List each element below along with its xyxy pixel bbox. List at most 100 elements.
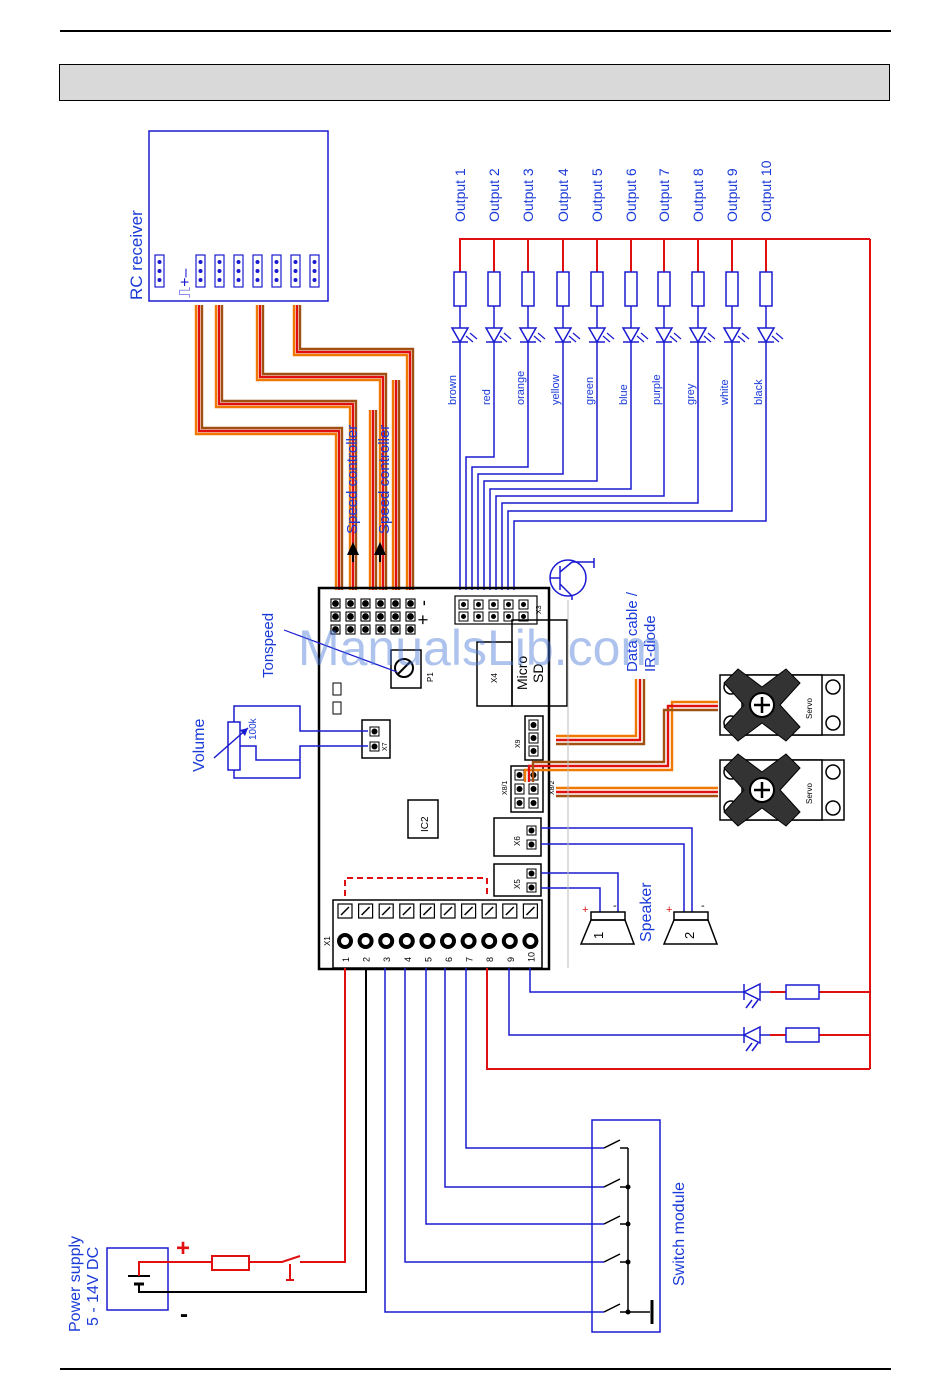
output-label: Output 10 — [758, 160, 774, 222]
x8-1-label: X8/1 — [502, 780, 509, 795]
terminal-number: 4 — [403, 957, 413, 962]
speed-controller-label-2: Speed controller — [376, 425, 393, 534]
output-label: Output 5 — [589, 168, 605, 222]
output-label: Output 7 — [656, 168, 672, 222]
terminal-led-wiring — [486, 968, 870, 1070]
ic2-label: IC2 — [420, 816, 431, 832]
x4-label: X4 — [490, 673, 499, 683]
tonspeed-label: Tonspeed — [260, 613, 277, 678]
output-label: Output 4 — [555, 168, 571, 222]
x3-label: X3 — [536, 605, 543, 614]
wire-color-label: red — [481, 389, 493, 405]
x1-terminal-5: 5 — [419, 903, 436, 962]
bottom-rule — [60, 1368, 891, 1370]
x6-label: X6 — [513, 836, 522, 846]
x1-terminal-9: 9 — [501, 903, 518, 962]
output-3: Output 3 orange — [471, 168, 546, 590]
power-supply-label-1: Power supply — [67, 1236, 84, 1332]
volume-label: Volume — [191, 719, 208, 772]
volume-potentiometer: 100k Volume — [191, 705, 368, 779]
x1-terminal-8: 8 — [481, 903, 498, 962]
x1-terminal-4: 4 — [398, 903, 415, 962]
rc-receiver: ⎍+– RC receiver — [127, 130, 329, 302]
x1-terminal-1: 1 — [337, 903, 353, 962]
output-7: Output 7 purple — [495, 168, 682, 590]
servo-cables — [523, 700, 718, 798]
transistor-symbol — [549, 558, 595, 600]
terminal-number: 8 — [485, 957, 495, 962]
speaker-2-minus: - — [701, 900, 705, 912]
terminal-number: 3 — [382, 957, 392, 962]
terminal-number: 5 — [423, 957, 433, 962]
output-5: Output 5 green — [483, 168, 615, 590]
output-label: Output 3 — [520, 168, 536, 222]
speaker-1-plus: + — [582, 904, 588, 916]
p1-label: P1 — [426, 672, 435, 682]
pot-value-label: 100k — [248, 717, 259, 740]
x2-minus: - — [413, 600, 433, 606]
data-cable-label-1: Data cable / — [624, 591, 641, 672]
wire-color-label: brown — [447, 375, 459, 405]
wire-color-label: green — [584, 377, 596, 405]
x1-terminal-2: 2 — [357, 903, 374, 962]
x1-terminal-7: 7 — [460, 903, 477, 962]
wire-color-label: black — [753, 379, 765, 405]
data-cable-label-2: IR-diode — [642, 615, 659, 672]
speed-controller-1: Speed controller — [344, 425, 361, 562]
speed-controller-2: Speed controller — [374, 425, 393, 562]
x7-label: X7 — [382, 742, 389, 751]
terminal-number: 9 — [506, 957, 516, 962]
main-board: P1 X4 Micro SD X7 X9 X8/1 — [317, 586, 568, 971]
wire-color-label: white — [719, 379, 731, 406]
watermark: ManualsLib.com — [298, 620, 662, 676]
power-supply-label-2: 5 - 14V DC — [85, 1247, 102, 1326]
speaker-1: 1 + - — [579, 900, 636, 945]
x1-terminal-3: 3 — [378, 903, 395, 962]
speaker-1-number: 1 — [591, 932, 606, 939]
x9-label: X9 — [515, 739, 522, 748]
output-1: Output 1 brown — [447, 168, 478, 590]
speaker-label: Speaker — [638, 882, 655, 942]
speaker-1-minus: - — [613, 900, 617, 912]
servo-1: Servo — [719, 668, 845, 742]
output-label: Output 9 — [724, 168, 740, 222]
rc-cables — [194, 305, 415, 590]
terminal-number: 7 — [465, 957, 475, 962]
output-label: Output 2 — [486, 168, 502, 222]
data-cable: Data cable / IR-diode — [556, 591, 659, 746]
rc-receiver-label: RC receiver — [127, 210, 146, 300]
x2-plus: + — [413, 614, 433, 625]
wire-color-label: orange — [515, 371, 527, 405]
servo-label: Servo — [805, 698, 814, 719]
output-label: Output 1 — [452, 168, 468, 222]
title-bar — [59, 64, 890, 101]
power-plus-sign: + — [176, 1235, 190, 1262]
speed-controller-label-1: Speed controller — [344, 425, 361, 534]
output-2: Output 2 red — [465, 168, 512, 590]
terminal-number: 2 — [362, 957, 372, 962]
x8-2-label: X8/2 — [549, 780, 556, 795]
x1-terminal-6: 6 — [440, 903, 456, 962]
power-minus-sign: - — [180, 1301, 188, 1328]
wire-color-label: blue — [618, 384, 630, 405]
rc-pin-symbols: ⎍+– — [177, 268, 194, 298]
output-10: Output 10 black — [513, 160, 784, 590]
wire-color-label: purple — [651, 374, 663, 405]
output-9: Output 9 white — [507, 168, 750, 590]
micro-label: Micro — [514, 656, 530, 690]
sd-label: SD — [530, 664, 546, 683]
top-rule — [60, 30, 891, 32]
terminal-number: 6 — [444, 957, 454, 962]
wire-color-label: grey — [685, 383, 697, 405]
x5-label: X5 — [513, 879, 522, 889]
speaker-2: 2 + - — [662, 900, 719, 945]
servo-label: Servo — [805, 783, 814, 804]
speaker-2-plus: + — [666, 904, 672, 916]
wire-color-label: yellow — [550, 374, 562, 405]
x1-label: X1 — [323, 936, 332, 946]
terminal-number: 1 — [341, 957, 351, 962]
speaker-2-number: 2 — [682, 932, 697, 939]
